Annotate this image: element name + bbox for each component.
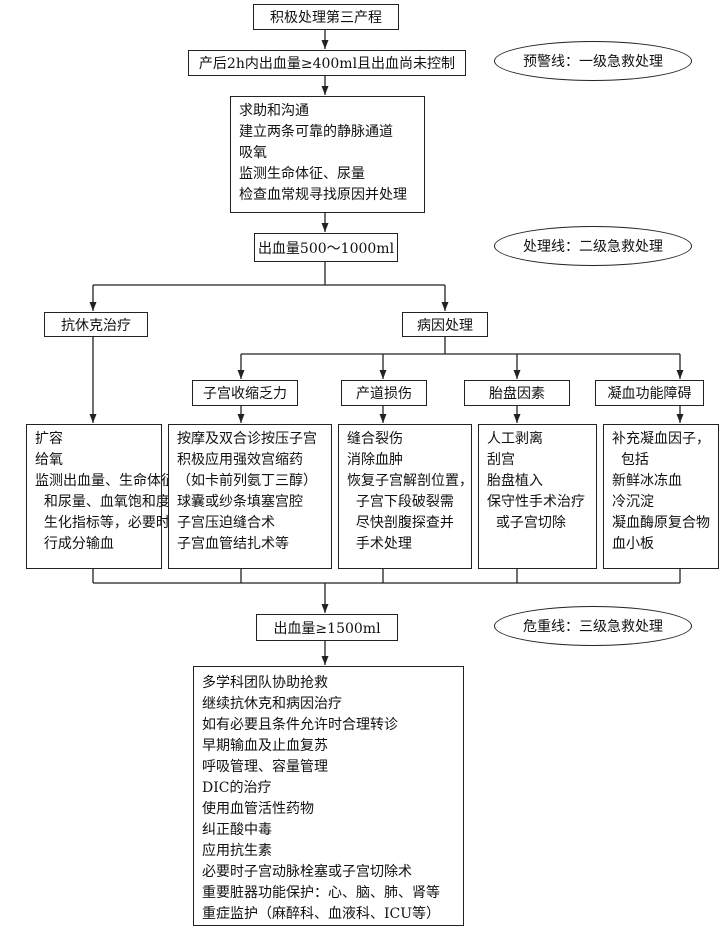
action-line: 生化指标等，必要时	[35, 515, 170, 531]
step2-text: 出血量500～1000ml	[257, 240, 395, 257]
action-line: 扩容	[35, 431, 63, 447]
cause-title: 子宫收缩乏力	[203, 386, 287, 402]
final-action-line: 应用抗生素	[202, 843, 272, 859]
final-action-line: 多学科团队协助抢救	[202, 675, 328, 691]
warning-label: 预警线：一级急救处理	[523, 54, 663, 70]
placenta-actions-box: 人工剥离 刮宫 胎盘植入 保守性手术治疗 或子宫切除	[478, 424, 597, 569]
cause-title: 凝血功能障碍	[607, 386, 692, 402]
anti-shock-text: 抗休克治疗	[61, 317, 131, 334]
action-line: 包括	[612, 452, 649, 468]
final-action-line: 早期输血及止血复苏	[202, 738, 328, 754]
action-line: 恢复子宫解剖位置，	[347, 473, 473, 489]
action-line: 缝合裂伤	[347, 431, 403, 447]
action-line: 行成分输血	[35, 536, 114, 552]
cause-coagulation-box: 凝血功能障碍	[595, 380, 704, 406]
cause-placenta-box: 胎盘因素	[464, 380, 570, 406]
action-line: 保守性手术治疗	[487, 494, 585, 510]
step1-box: 产后2h内出血量≥400ml且出血尚未控制	[188, 50, 466, 76]
step2-box: 出血量500～1000ml	[254, 233, 398, 262]
etiology-box: 病因处理	[402, 312, 488, 337]
action-line: 刮宫	[487, 452, 515, 468]
initial-action-line: 监测生命体征、尿量	[239, 166, 365, 182]
final-action-line: 使用血管活性药物	[202, 801, 314, 817]
action-line: 人工剥离	[487, 431, 543, 447]
final-actions-box: 多学科团队协助抢救 继续抗休克和病因治疗 如有必要且条件允许时合理转诊 早期输血…	[193, 666, 464, 926]
action-line: 尽快剖腹探查并	[347, 515, 454, 531]
action-line: 监测出血量、生命体征	[35, 473, 175, 489]
step3-text: 出血量≥1500ml	[273, 620, 381, 637]
initial-action-line: 检查血常规寻找原因并处理	[239, 187, 407, 203]
treatment-label: 处理线：二级急救处理	[523, 239, 663, 255]
anti-shock-actions-box: 扩容 给氧 监测出血量、生命体征 和尿量、血氧饱和度、 生化指标等，必要时 行成…	[26, 424, 184, 569]
critical-label: 危重线：三级急救处理	[523, 619, 663, 635]
action-line: 子宫下段破裂需	[347, 494, 454, 510]
action-line: 和尿量、血氧饱和度、	[35, 494, 184, 510]
anti-shock-box: 抗休克治疗	[44, 312, 148, 337]
step1-text: 产后2h内出血量≥400ml且出血尚未控制	[198, 56, 456, 72]
warning-line-ellipse: 预警线：一级急救处理	[494, 41, 692, 81]
final-action-line: 如有必要且条件允许时合理转诊	[202, 717, 398, 733]
action-line: 子宫压迫缝合术	[177, 515, 275, 531]
action-line: 血小板	[612, 536, 654, 552]
uterine-atony-actions-box: 按摩及双合诊按压子宫 积极应用强效宫缩药 （如卡前列氨丁三醇） 球囊或纱条填塞宫…	[168, 424, 332, 569]
etiology-text: 病因处理	[417, 317, 473, 334]
final-action-line: 重症监护（麻醉科、血液科、ICU等）	[202, 906, 441, 922]
action-line: 新鲜冰冻血	[612, 473, 682, 489]
action-line: 胎盘植入	[487, 473, 543, 489]
final-action-line: 重要脏器功能保护：心、脑、肺、肾等	[202, 885, 440, 901]
cause-uterine-atony-box: 子宫收缩乏力	[192, 380, 298, 406]
initial-actions-box: 求助和沟通 建立两条可靠的静脉通道 吸氧 监测生命体征、尿量 检查血常规寻找原因…	[230, 96, 425, 213]
initial-action-line: 求助和沟通	[239, 103, 309, 119]
final-action-line: 继续抗休克和病因治疗	[202, 696, 342, 712]
action-line: 凝血酶原复合物	[612, 515, 710, 531]
start-text: 积极处理第三产程	[270, 10, 382, 26]
action-line: 或子宫切除	[487, 515, 566, 531]
final-action-line: 必要时子宫动脉栓塞或子宫切除术	[202, 864, 412, 880]
initial-action-line: 吸氧	[239, 145, 267, 161]
action-line: 积极应用强效宫缩药	[177, 452, 303, 468]
start-box: 积极处理第三产程	[253, 4, 399, 30]
final-action-line: 纠正酸中毒	[202, 822, 272, 838]
treatment-line-ellipse: 处理线：二级急救处理	[494, 226, 692, 266]
birth-canal-actions-box: 缝合裂伤 消除血肿 恢复子宫解剖位置， 子宫下段破裂需 尽快剖腹探查并 手术处理	[338, 424, 473, 569]
cause-birth-canal-box: 产道损伤	[341, 380, 427, 406]
coagulation-actions-box: 补充凝血因子， 包括 新鲜冰冻血 冷沉淀 凝血酶原复合物 血小板	[603, 424, 719, 569]
action-line: 消除血肿	[347, 452, 403, 468]
cause-title: 产道损伤	[356, 386, 412, 402]
initial-action-line: 建立两条可靠的静脉通道	[239, 124, 393, 140]
final-action-line: DIC的治疗	[202, 780, 272, 796]
final-action-line: 呼吸管理、容量管理	[202, 759, 328, 775]
cause-title: 胎盘因素	[489, 386, 545, 402]
critical-line-ellipse: 危重线：三级急救处理	[494, 606, 692, 646]
action-line: 球囊或纱条填塞宫腔	[177, 494, 303, 510]
action-line: 补充凝血因子，	[612, 431, 710, 447]
action-line: （如卡前列氨丁三醇）	[177, 473, 317, 489]
step3-box: 出血量≥1500ml	[256, 614, 398, 641]
action-line: 给氧	[35, 452, 63, 468]
action-line: 冷沉淀	[612, 494, 654, 510]
action-line: 按摩及双合诊按压子宫	[177, 431, 317, 447]
action-line: 手术处理	[347, 536, 412, 552]
action-line: 子宫血管结扎术等	[177, 536, 289, 552]
